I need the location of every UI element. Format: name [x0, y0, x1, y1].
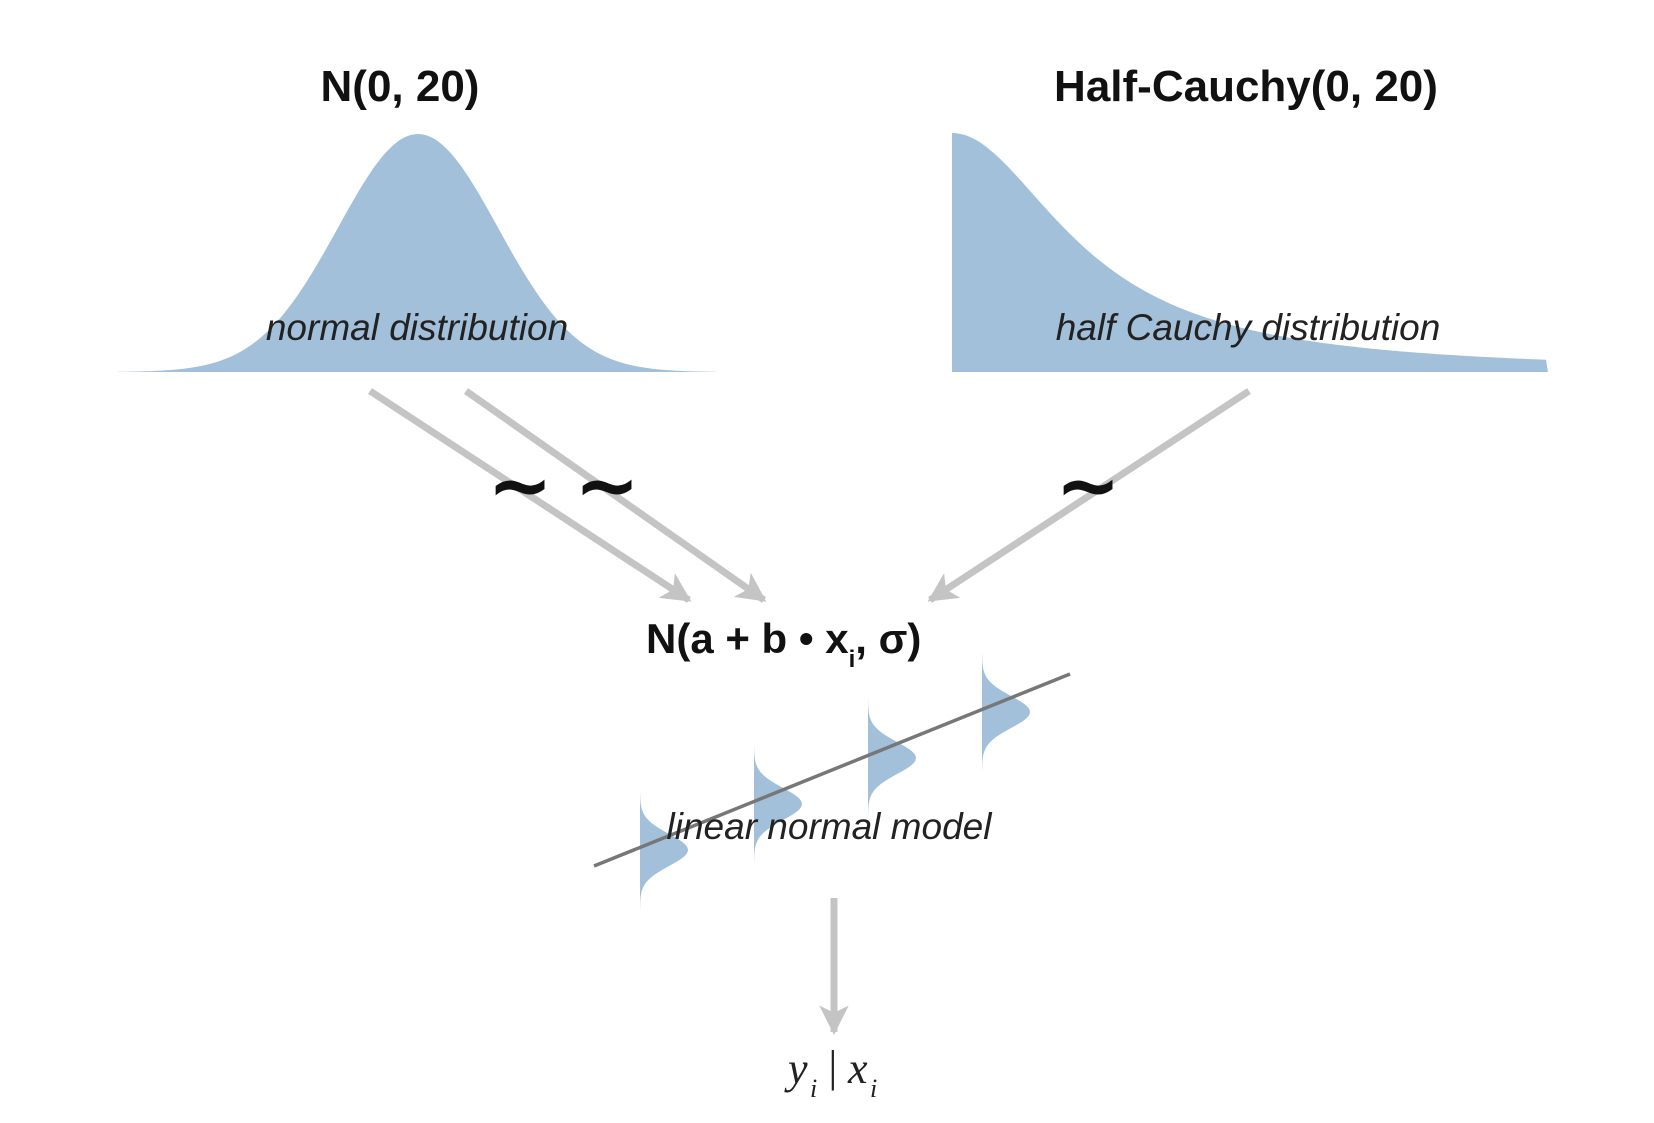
tilde-slope: ~ — [574, 441, 639, 531]
formula-end: , σ) — [855, 615, 921, 662]
arrow-sigma — [927, 388, 1251, 603]
conditional-densities — [640, 650, 1030, 912]
tilde-intercept: ~ — [487, 441, 552, 531]
normal-distribution-shape — [118, 134, 716, 372]
half-cauchy-prior-title: Half-Cauchy(0, 20) — [1054, 62, 1438, 111]
conditional-density-1 — [640, 788, 688, 912]
outcome-y-subscript: i — [810, 1074, 817, 1103]
regression-line — [593, 672, 1071, 868]
tilde-sigma: ~ — [1055, 441, 1120, 531]
outcome-y: y — [784, 1044, 808, 1093]
conditional-density-4 — [982, 650, 1030, 774]
half-cauchy-distribution-label: half Cauchy distribution — [1056, 307, 1441, 348]
normal-distribution-label: normal distribution — [266, 307, 568, 348]
arrow-slope — [463, 388, 767, 603]
formula-subscript: i — [849, 646, 856, 673]
normal-prior-title: N(0, 20) — [321, 62, 480, 111]
outcome-x: x — [847, 1044, 868, 1093]
conditional-density-3 — [868, 696, 916, 820]
outcome-bar: | — [826, 1042, 838, 1091]
linear-normal-model-label: linear normal model — [667, 806, 994, 847]
formula-main: N(a + b • x — [646, 615, 849, 662]
conditional-density-2 — [754, 742, 802, 866]
arrow-intercept — [368, 388, 692, 603]
likelihood-formula: N(a + b • xi, σ) — [646, 615, 921, 673]
outcome-x-subscript: i — [870, 1074, 877, 1103]
half-cauchy-distribution-shape — [952, 133, 1548, 372]
